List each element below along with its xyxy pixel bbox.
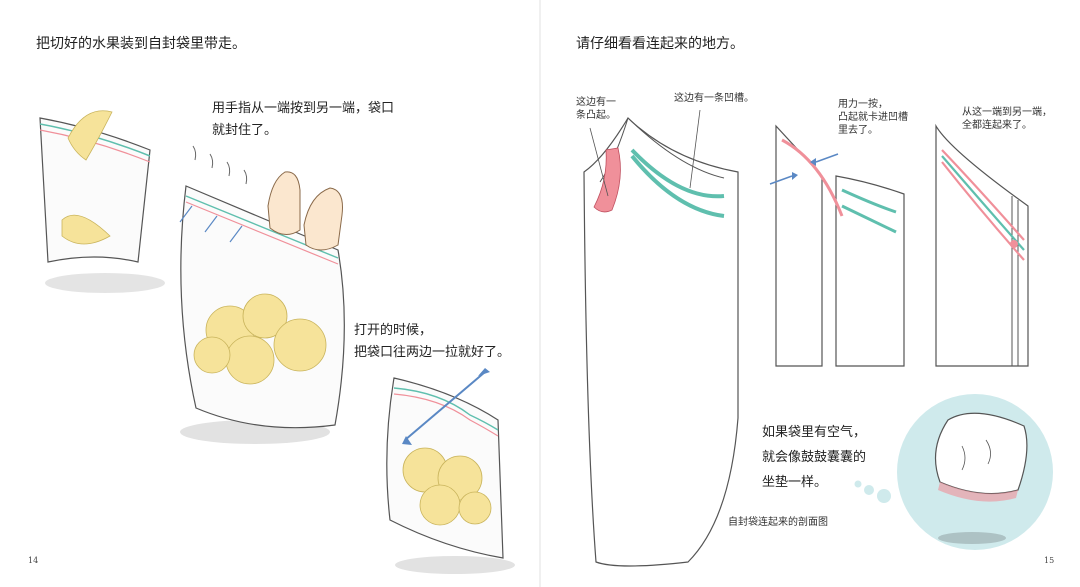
connected-diagram	[935, 123, 1029, 367]
seal-caption-line-2: 就封住了。	[212, 123, 278, 138]
air-caption-line-3: 坐垫一样。	[762, 475, 828, 490]
bump-label: 这边有一 条凸起。	[576, 96, 616, 122]
air-caption-line-2: 就会像鼓鼓囊囊的	[762, 450, 867, 465]
groove-label: 这边有一条凹槽。	[674, 93, 754, 104]
press-label: 用力一按， 凸起就卡进凹槽 里去了。	[838, 98, 908, 137]
page-number-right: 15	[1044, 556, 1055, 565]
press-label-line-1: 用力一按，	[838, 99, 888, 110]
open-caption: 打开的时候， 把袋口往两边一拉就好了。	[354, 320, 510, 364]
bump-label-line-2: 条凸起。	[576, 110, 616, 121]
big-bag-illustration	[179, 145, 345, 444]
page-number-left: 14	[28, 556, 39, 565]
press-label-line-2: 凸起就卡进凹槽	[838, 112, 908, 123]
connected-label-line-2: 全都连起来了。	[962, 120, 1032, 131]
seal-caption: 用手指从一端按到另一端，袋口 就封住了。	[212, 98, 394, 142]
cross-section-diagram	[583, 109, 739, 567]
press-diagram	[769, 124, 905, 367]
air-caption-line-1: 如果袋里有空气，	[762, 425, 867, 440]
air-cushion-bubble	[854, 394, 1053, 550]
open-caption-line-2: 把袋口往两边一拉就好了。	[354, 345, 511, 360]
bump-label-line-1: 这边有一	[576, 97, 616, 108]
open-caption-line-1: 打开的时候，	[354, 323, 433, 338]
diagram-caption: 自封袋连起来的剖面图	[728, 517, 828, 528]
air-caption: 如果袋里有空气， 就会像鼓鼓囊囊的 坐垫一样。	[762, 420, 866, 495]
small-bag-illustration	[39, 110, 165, 293]
open-bag-illustration	[386, 368, 515, 574]
connected-label: 从这一端到另一端， 全都连起来了。	[962, 106, 1052, 132]
seal-caption-line-1: 用手指从一端按到另一端，袋口	[212, 101, 395, 116]
left-page-title: 把切好的水果装到自封袋里带走。	[36, 36, 246, 52]
connected-label-line-1: 从这一端到另一端，	[962, 107, 1052, 118]
right-page-title: 请仔细看看连起来的地方。	[576, 36, 744, 52]
press-label-line-3: 里去了。	[838, 125, 878, 136]
